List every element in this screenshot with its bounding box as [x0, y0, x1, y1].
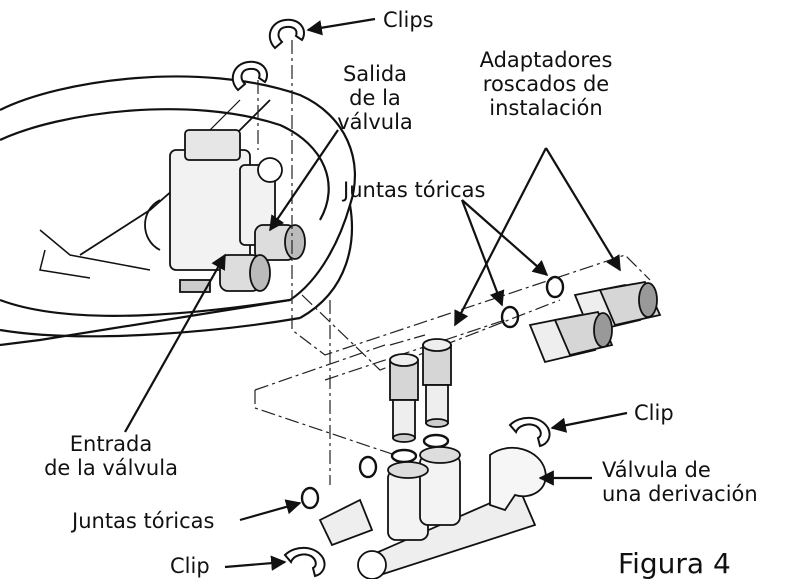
- label-valvula-derivacion-line1: Válvula de: [602, 458, 711, 482]
- label-entrada-line2: de la válvula: [44, 456, 178, 480]
- label-adaptadores-line1: Adaptadores: [479, 48, 613, 72]
- leader-arrows: [124, 17, 628, 571]
- label-adaptadores: Adaptadores roscados de instalación: [456, 48, 636, 120]
- softener-cabinet: [0, 75, 357, 347]
- vertical-adapters: [389, 338, 452, 443]
- label-salida-line2: de la: [349, 86, 401, 110]
- label-entrada-line1: Entrada: [69, 432, 153, 456]
- loose-clips: [283, 416, 551, 578]
- label-juntas-top: Juntas tóricas: [343, 178, 486, 202]
- label-juntas-bottom: Juntas tóricas: [72, 509, 215, 533]
- label-entrada: Entrada de la válvula: [36, 432, 186, 480]
- horizontal-adapters: [528, 280, 662, 364]
- label-valvula-derivacion-line2: una derivación: [602, 482, 758, 506]
- label-salida-line3: válvula: [337, 110, 413, 134]
- label-clip-right: Clip: [634, 401, 674, 425]
- control-valve: [144, 129, 306, 293]
- label-clips: Clips: [383, 8, 434, 32]
- label-adaptadores-line3: instalación: [489, 96, 603, 120]
- label-valvula-derivacion: Válvula de una derivación: [602, 458, 758, 506]
- bypass-valve: [318, 446, 547, 580]
- assembly-lines: [254, 40, 651, 485]
- label-clip-bottom: Clip: [170, 554, 210, 578]
- label-adaptadores-line2: roscados de: [482, 72, 610, 96]
- label-salida: Salida de la válvula: [330, 62, 420, 134]
- top-clips: [231, 18, 305, 92]
- figure-caption: Figura 4: [618, 547, 731, 580]
- label-salida-line1: Salida: [342, 62, 408, 86]
